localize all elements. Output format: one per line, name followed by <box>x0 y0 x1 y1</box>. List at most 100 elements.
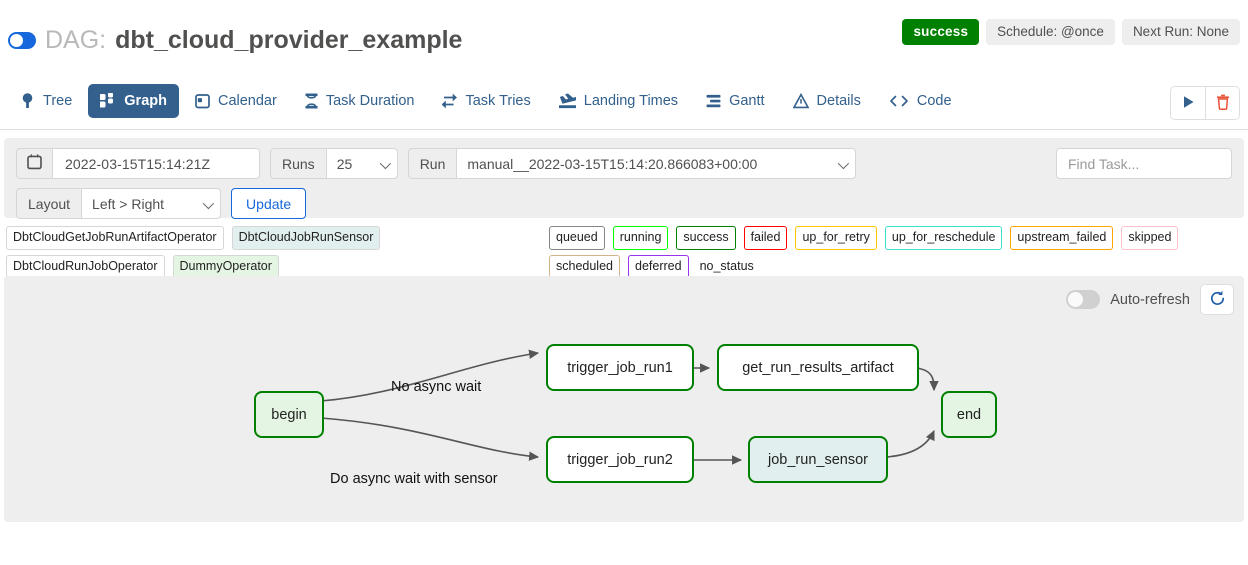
next-run-badge: Next Run: None <box>1121 19 1240 45</box>
state-chip-no-status: no_status <box>699 258 754 273</box>
tab-label: Landing Times <box>583 93 679 109</box>
state-chip-up-for-retry[interactable]: up_for_retry <box>795 226 877 250</box>
refresh-icon <box>1209 290 1226 310</box>
calendar-icon <box>27 154 42 173</box>
task-node-trigger-job-run1[interactable]: trigger_job_run1 <box>546 344 694 391</box>
graph-edges <box>320 349 939 465</box>
edge-artifact-to-end <box>915 367 939 392</box>
calendar-button[interactable] <box>16 148 53 179</box>
task-node-job-run-sensor[interactable]: job_run_sensor <box>748 436 888 483</box>
edge-sensor-to-end <box>885 429 935 458</box>
task-node-label: get_run_results_artifact <box>742 359 894 376</box>
tab-gantt[interactable]: Gantt <box>694 84 776 118</box>
code-icon <box>889 93 909 109</box>
find-task-input[interactable] <box>1056 148 1232 179</box>
tab-code[interactable]: Code <box>877 84 964 118</box>
tab-tree[interactable]: Tree <box>8 84 84 118</box>
view-tabs: Tree Graph Calendar Task Duration Task T <box>8 72 1240 130</box>
dag-graph-panel: Auto-refresh begin <box>4 276 1244 522</box>
tab-label: Tree <box>43 93 73 109</box>
tab-task-tries[interactable]: Task Tries <box>430 84 542 118</box>
state-chip-queued[interactable]: queued <box>549 226 605 250</box>
task-node-get-run-results-artifact[interactable]: get_run_results_artifact <box>717 344 919 391</box>
state-chip-deferred[interactable]: deferred <box>628 254 689 278</box>
state-chip-skipped[interactable]: skipped <box>1121 226 1179 250</box>
operator-legend: DbtCloudGetJobRunArtifactOperator DbtClo… <box>6 226 536 278</box>
tab-label: Task Tries <box>465 93 531 109</box>
task-node-label: job_run_sensor <box>768 451 868 468</box>
dag-prefix-label: DAG: <box>45 26 107 54</box>
tab-label: Gantt <box>729 93 765 109</box>
tab-label: Code <box>916 93 952 109</box>
retry-icon <box>442 93 458 109</box>
view-tabbar: Tree Graph Calendar Task Duration Task T <box>0 72 1248 130</box>
page-header: DAG: dbt_cloud_provider_example success … <box>0 0 1248 72</box>
runs-select[interactable]: 25 <box>325 148 398 179</box>
layout-select[interactable]: Left > Right <box>81 188 222 219</box>
operator-chip[interactable]: DbtCloudRunJobOperator <box>6 254 165 278</box>
update-button[interactable]: Update <box>231 188 307 219</box>
dag-pause-toggle[interactable] <box>8 32 36 49</box>
task-node-label: end <box>956 406 982 423</box>
operator-chip[interactable]: DbtCloudJobRunSensor <box>231 226 381 250</box>
edge-begin-to-trigger1 <box>320 349 540 402</box>
trash-icon <box>1216 94 1230 113</box>
hourglass-icon <box>305 93 318 109</box>
tab-label: Details <box>816 93 861 109</box>
delete-dag-button[interactable] <box>1205 87 1239 119</box>
task-node-label: begin <box>271 406 307 423</box>
runs-label: Runs <box>270 148 327 179</box>
header-badges: success Schedule: @once Next Run: None <box>902 19 1240 45</box>
tree-icon <box>20 93 35 109</box>
state-chip-running[interactable]: running <box>612 226 669 250</box>
details-icon <box>792 93 809 109</box>
gantt-icon <box>706 93 721 109</box>
task-node-end[interactable]: end <box>941 391 997 438</box>
tab-landing-times[interactable]: Landing Times <box>547 84 690 118</box>
layout-group: Layout Left > Right <box>16 188 222 219</box>
runs-group: Runs 25 <box>270 148 398 179</box>
date-picker-group: 2022-03-15T15:14:21Z <box>16 148 260 179</box>
play-icon <box>1182 95 1195 112</box>
run-group: Run manual__2022-03-15T15:14:20.866083+0… <box>407 148 857 179</box>
run-label: Run <box>407 148 458 179</box>
tab-task-duration[interactable]: Task Duration <box>293 84 427 118</box>
state-chip-success[interactable]: success <box>676 226 736 250</box>
tab-graph[interactable]: Graph <box>88 84 179 118</box>
tab-calendar[interactable]: Calendar <box>183 84 289 118</box>
task-node-label: trigger_job_run2 <box>567 451 673 468</box>
operator-chip[interactable]: DbtCloudGetJobRunArtifactOperator <box>6 226 224 250</box>
operator-chip[interactable]: DummyOperator <box>172 254 279 278</box>
edge-begin-to-trigger2 <box>320 417 540 461</box>
task-node-begin[interactable]: begin <box>254 391 324 438</box>
tab-details[interactable]: Details <box>781 84 873 118</box>
legend-area: DbtCloudGetJobRunArtifactOperator DbtClo… <box>4 226 1244 278</box>
auto-refresh-toggle[interactable] <box>1066 290 1101 309</box>
run-select[interactable]: manual__2022-03-15T15:14:20.866083+00:00 <box>456 148 857 179</box>
trigger-dag-button[interactable] <box>1171 87 1205 119</box>
status-badge: success <box>902 19 980 45</box>
state-legend: queued running success failed up_for_ret… <box>549 226 1248 278</box>
state-chip-upstream-failed[interactable]: upstream_failed <box>1010 226 1114 250</box>
state-chip-failed[interactable]: failed <box>743 226 788 250</box>
filter-row-primary: 2022-03-15T15:14:21Z Runs 25 Run manual_… <box>16 148 1232 179</box>
edge-label-no-async-wait: No async wait <box>391 379 482 395</box>
dag-title: DAG: dbt_cloud_provider_example <box>8 26 462 55</box>
tab-label: Calendar <box>217 93 277 109</box>
dag-action-buttons <box>1170 86 1240 120</box>
filter-toolbar: 2022-03-15T15:14:21Z Runs 25 Run manual_… <box>4 138 1244 219</box>
execution-date-input[interactable]: 2022-03-15T15:14:21Z <box>52 148 260 179</box>
auto-refresh-label: Auto-refresh <box>1110 291 1190 308</box>
tab-label: Graph <box>124 93 167 109</box>
schedule-badge[interactable]: Schedule: @once <box>986 19 1115 45</box>
calendar-icon <box>195 93 210 109</box>
state-chip-up-for-reschedule[interactable]: up_for_reschedule <box>884 226 1003 250</box>
graph-icon <box>100 93 116 109</box>
task-node-trigger-job-run2[interactable]: trigger_job_run2 <box>546 436 694 483</box>
refresh-button[interactable] <box>1200 284 1234 315</box>
dag-name-label: dbt_cloud_provider_example <box>115 26 463 54</box>
layout-label: Layout <box>16 188 83 219</box>
state-chip-scheduled[interactable]: scheduled <box>549 254 620 278</box>
edge-label-do-async-wait: Do async wait with sensor <box>330 471 498 487</box>
task-node-label: trigger_job_run1 <box>567 359 673 376</box>
